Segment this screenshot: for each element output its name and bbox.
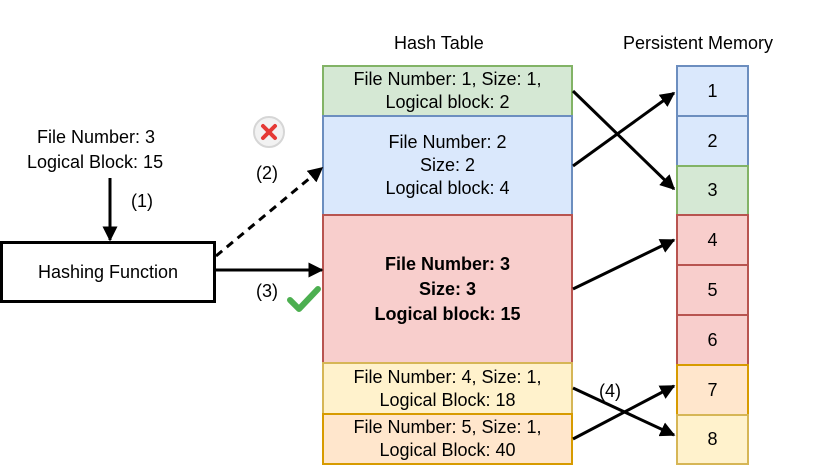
memory-block-label: 8 [707,429,718,449]
hash-entry-2: File Number: 2 Size: 2 Logical block: 4 [322,115,573,216]
memory-block-5: 5 [676,264,749,316]
check-icon [286,285,322,313]
hashing-function-box: Hashing Function [0,241,216,303]
arrow-entry1-to-block3 [571,89,676,191]
cross-icon [252,115,286,149]
hash-entry-line: Logical block: 4 [385,178,510,198]
hash-entry-line: Logical Block: 40 [379,440,516,460]
input-file-number: File Number: 3 [37,127,156,147]
memory-block-label: 2 [707,130,718,151]
hash-entry-line: Size: 3 [418,278,477,299]
memory-block-label: 1 [707,80,718,101]
step-4-label: (4) [599,381,621,401]
hash-entry-line: File Number: 2 [388,132,507,152]
persistent-memory-title: Persistent Memory [623,33,774,53]
hash-entry-line: File Number: 1, Size: 1, [353,69,542,89]
arrow-entry2-to-block1 [572,91,676,168]
memory-block-1: 1 [676,65,749,117]
step-3-label: (3) [256,281,278,301]
hash-entry-line: Logical block: 15 [374,303,521,324]
memory-block-label: 6 [707,329,718,350]
arrow-entry5-to-block7 [572,384,676,441]
hash-entry-line: Logical block: 2 [385,92,510,112]
input-logical-block: Logical Block: 15 [27,152,164,172]
memory-block-2: 2 [676,115,749,167]
memory-block-label: 5 [707,279,718,300]
hash-entry-line: Logical Block: 18 [379,389,516,410]
hash-table-title: Hash Table [394,33,484,53]
memory-block-7: 7 [676,364,749,416]
step-1-label: (1) [131,191,153,211]
hashing-function-label: Hashing Function [37,261,179,282]
hash-entry-5: File Number: 5, Size: 1, Logical Block: … [322,413,573,465]
memory-block-3: 3 [676,165,749,216]
memory-block-6: 6 [676,314,749,366]
arrow-entry3-to-block4 [572,238,676,291]
hash-entry-line: File Number: 5, Size: 1, [353,417,542,437]
memory-block-8: 8 [676,414,749,465]
memory-block-label: 7 [707,379,718,400]
memory-block-label: 4 [707,229,718,250]
memory-block-4: 4 [676,214,749,266]
step-2-label: (2) [256,163,278,183]
hash-entry-line: Size: 2 [419,155,476,175]
arrow-step-2-dashed [215,166,324,258]
hash-entry-3: File Number: 3 Size: 3 Logical block: 15 [322,214,573,364]
hash-entry-line: File Number: 4, Size: 1, [353,366,542,387]
memory-block-label: 3 [707,180,718,200]
hash-entry-line: File Number: 3 [384,253,511,274]
hash-entry-1: File Number: 1, Size: 1, Logical block: … [322,65,573,117]
